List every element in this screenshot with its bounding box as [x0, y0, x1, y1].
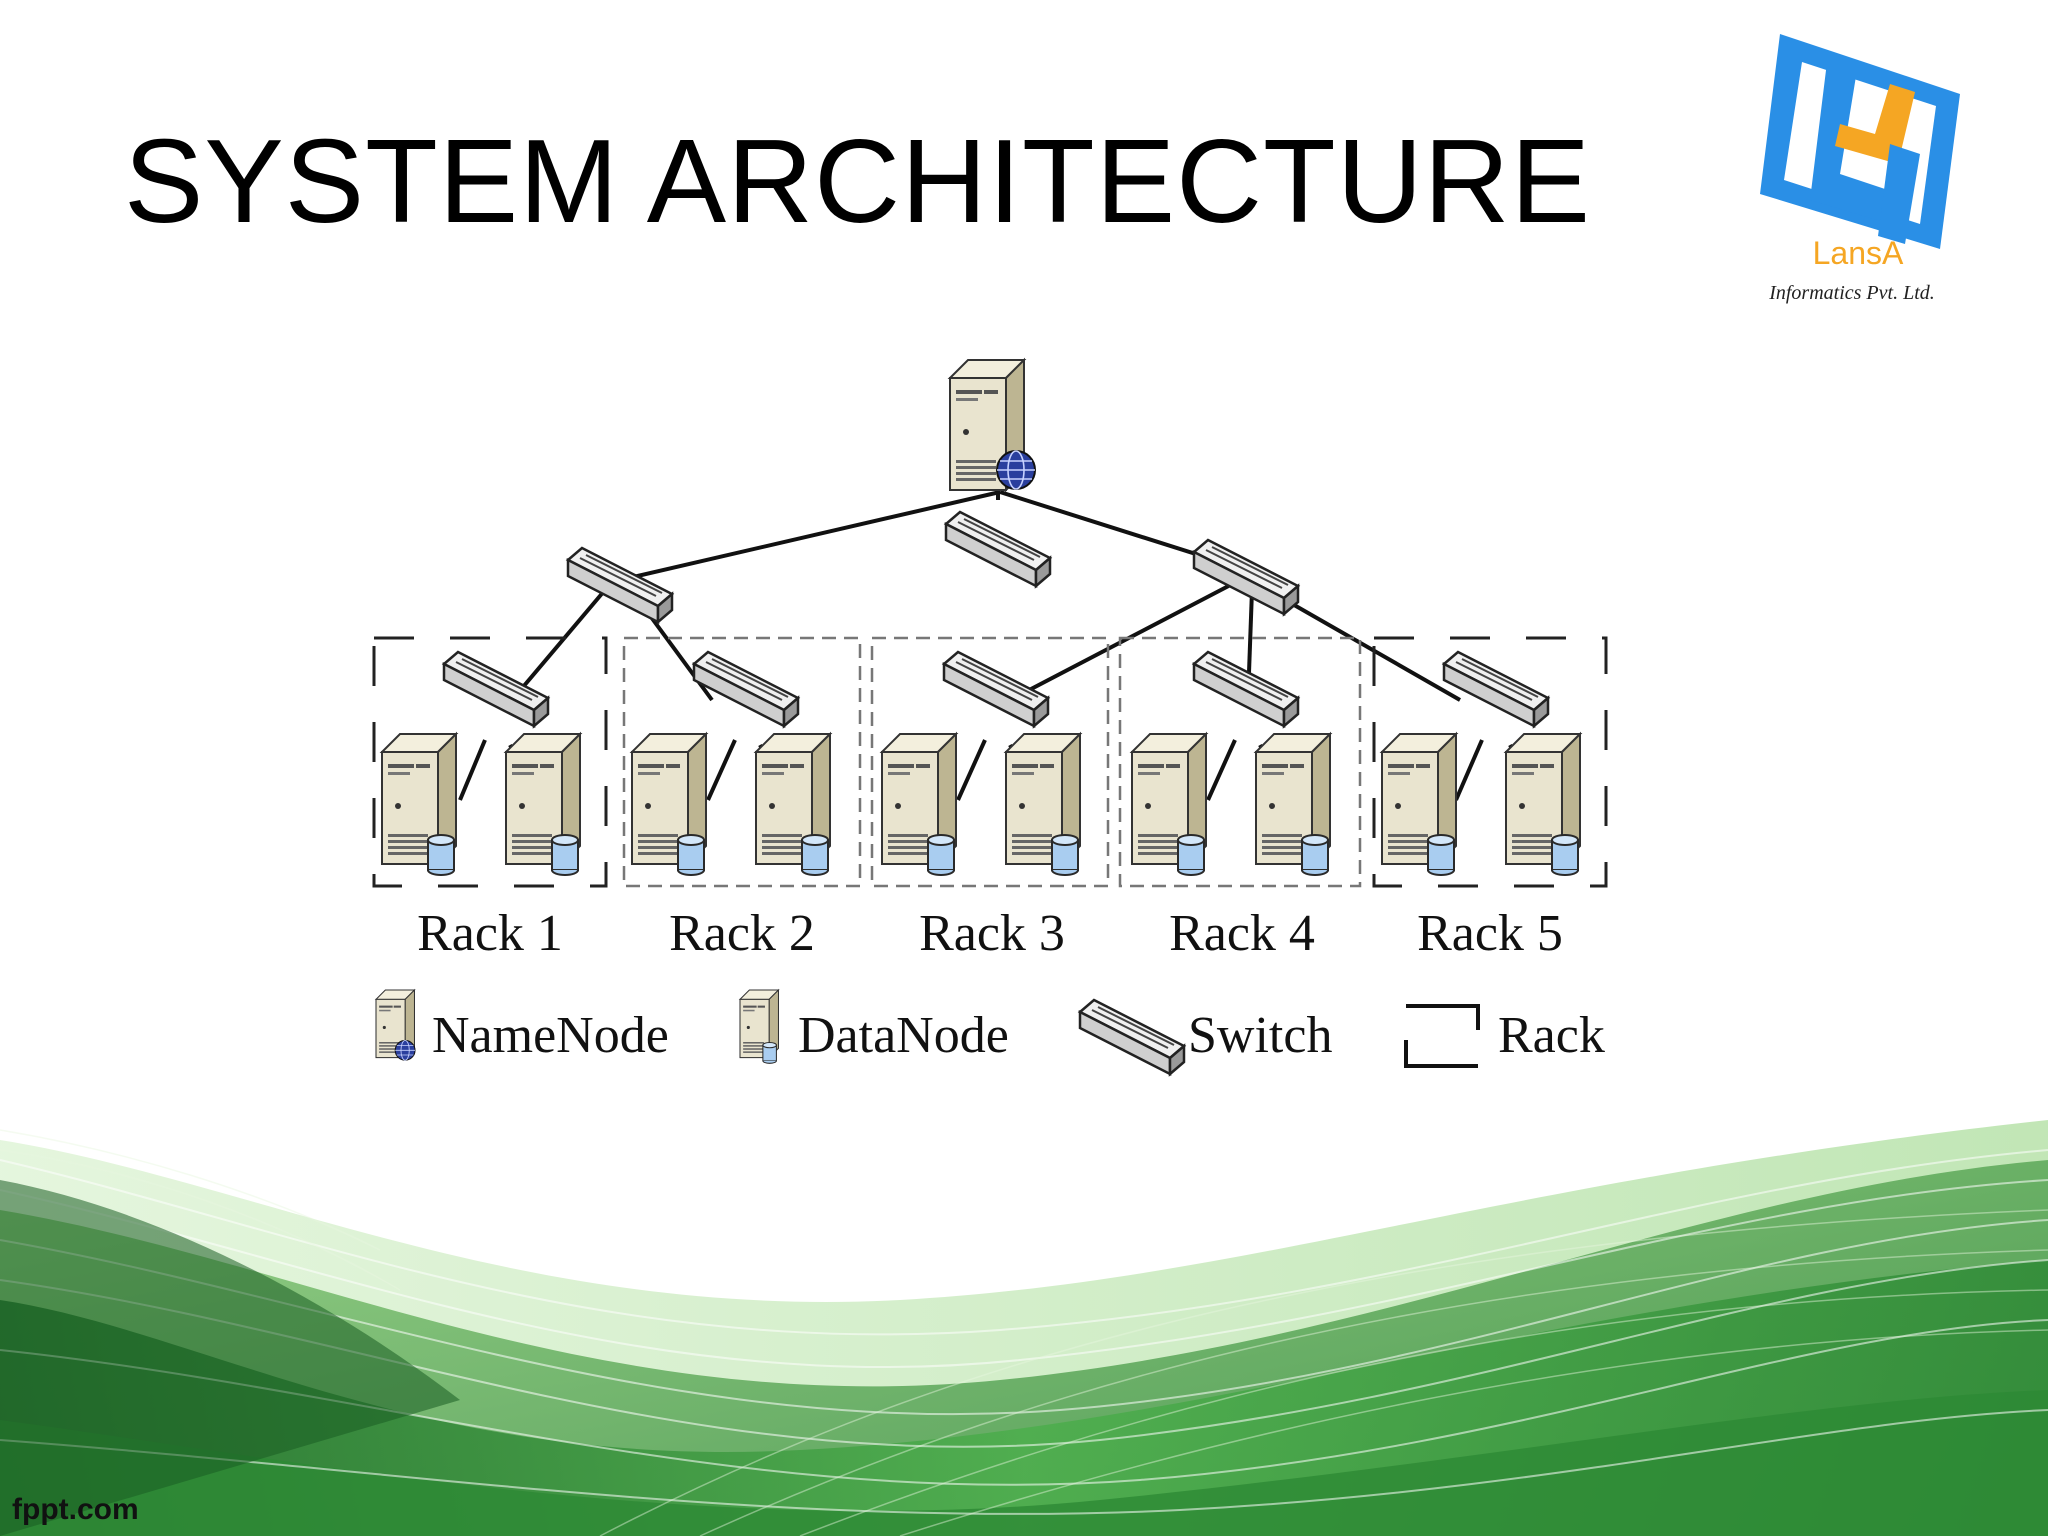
legend-namenode-label: NameNode: [432, 1007, 669, 1064]
footer-credit: fppt.com: [12, 1493, 139, 1526]
datanode-icon: [1505, 733, 1581, 876]
rack-switch-5-icon: [1442, 650, 1550, 728]
rack-label-4: Rack 4: [1169, 905, 1315, 962]
legend-rack-bracket-icon: [1404, 1004, 1480, 1068]
legend-datanode-icon: [739, 989, 779, 1064]
datanode-icon: [631, 733, 707, 876]
rack-label-3: Rack 3: [919, 905, 1065, 962]
rack-label-1: Rack 1: [417, 905, 563, 962]
datanode-icon: [1381, 733, 1457, 876]
rack-box-3: [870, 636, 1110, 888]
aggregation-switch-right-icon: [1192, 538, 1300, 616]
rack-switch-4-icon: [1192, 650, 1300, 728]
datanode-icon: [1131, 733, 1207, 876]
core-switch-icon: [944, 510, 1052, 588]
rack-label-2: Rack 2: [669, 905, 815, 962]
legend: NameNode DataNode Switch Rack: [375, 989, 1605, 1076]
datanode-icon: [755, 733, 831, 876]
legend-switch-icon: [1078, 998, 1186, 1076]
rack-box-5: [1372, 636, 1608, 888]
datanode-servers: [381, 733, 1581, 876]
aggregation-switch-left-icon: [566, 546, 674, 624]
legend-namenode-icon: [375, 989, 416, 1061]
namenode-server-icon: [949, 359, 1036, 491]
rack-switch-3-icon: [942, 650, 1050, 728]
datanode-icon: [881, 733, 957, 876]
slide-title: SYSTEM ARCHITECTURE: [124, 115, 1591, 248]
datanode-icon: [505, 733, 581, 876]
rack-box-2: [622, 636, 862, 888]
legend-datanode-label: DataNode: [798, 1007, 1009, 1064]
datanode-icon: [1255, 733, 1331, 876]
legend-switch-label: Switch: [1188, 1007, 1332, 1064]
datanode-icon: [1005, 733, 1081, 876]
svg-text:Informatics Pvt. Ltd.: Informatics Pvt. Ltd.: [1768, 282, 1935, 304]
rack-switch-2-icon: [692, 650, 800, 728]
lansa-logo: LansA Informatics Pvt. Ltd.: [1760, 34, 1960, 304]
rack-switch-1-icon: [442, 650, 550, 728]
network-links: [458, 440, 1542, 801]
datanode-icon: [381, 733, 457, 876]
svg-text:LansA: LansA: [1813, 235, 1904, 271]
rack-label-5: Rack 5: [1417, 905, 1563, 962]
rack-box-1: [372, 636, 608, 888]
rack-box-4: [1118, 636, 1362, 888]
legend-rack-label: Rack: [1498, 1007, 1605, 1064]
